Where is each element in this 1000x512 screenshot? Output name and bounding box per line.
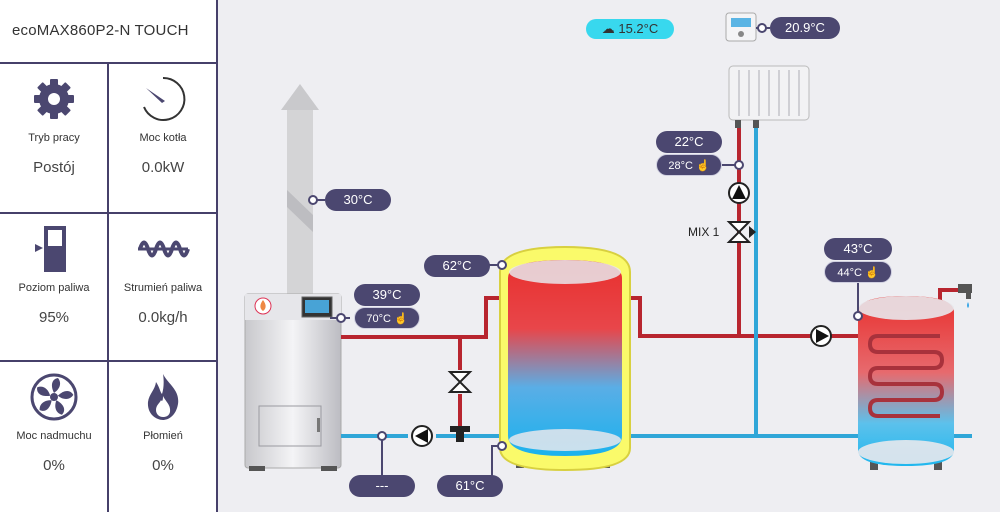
app-title: ecoMAX860P2-N TOUCH xyxy=(0,0,216,64)
hand-pointer-icon: ☝ xyxy=(393,313,408,325)
water-tap-icon xyxy=(958,284,972,308)
installation-scheme xyxy=(244,12,972,486)
mixer-setpoint: 28°C xyxy=(668,160,693,172)
chimney xyxy=(281,84,325,294)
radiator xyxy=(728,65,810,128)
flue-temp-badge: 30°C xyxy=(325,189,391,211)
room-temp-badge: 20.9°C xyxy=(770,17,840,39)
dhw-setpoint: 44°C xyxy=(837,267,862,279)
dhw-setpoint-button[interactable]: 44°C ☝ xyxy=(824,261,892,283)
dhw-tank xyxy=(858,296,954,470)
heating-diagram: ☁ 15.2°C 20.9°C 30°C 39°C 70°C ☝ 62°C 61… xyxy=(218,0,1000,512)
gauge-icon xyxy=(143,76,186,121)
dhw-temp-badge: 43°C xyxy=(824,238,892,260)
hand-pointer-icon: ☝ xyxy=(695,160,710,172)
tile-boiler-power[interactable]: Moc kotła 0.0kW xyxy=(109,64,217,214)
divider xyxy=(107,64,109,512)
tile-label: Płomień xyxy=(143,430,183,442)
tile-label: Moc nadmuchu xyxy=(16,430,92,442)
hand-pointer-icon: ☝ xyxy=(864,267,879,279)
pump-icon xyxy=(411,425,433,447)
tile-label: Moc kotła xyxy=(139,132,187,144)
tile-value: 95% xyxy=(38,309,70,326)
tile-label: Poziom paliwa xyxy=(18,282,90,294)
flame-icon xyxy=(147,374,179,420)
mixer-setpoint-button[interactable]: 28°C ☝ xyxy=(656,154,722,176)
outdoor-temp-badge: ☁ 15.2°C xyxy=(586,19,674,39)
tile-value: 0% xyxy=(43,457,65,474)
tile-label: Strumień paliwa xyxy=(123,282,203,294)
boiler-setpoint-button[interactable]: 70°C ☝ xyxy=(354,307,420,329)
boiler-setpoint: 70°C xyxy=(366,313,391,325)
pump-icon xyxy=(810,325,832,347)
tile-label: Tryb pracy xyxy=(28,132,80,144)
boiler xyxy=(244,293,342,471)
tile-value: 0.0kW xyxy=(141,159,185,176)
tile-blower-power[interactable]: Moc nadmuchu 0% xyxy=(0,362,108,512)
tile-value: 0.0kg/h xyxy=(138,309,188,326)
tile-flame[interactable]: Płomień 0% xyxy=(109,362,217,512)
tile-fuel-flow[interactable]: Strumień paliwa 0.0kg/h xyxy=(109,214,217,364)
mixing-valve-icon xyxy=(726,221,756,243)
sidebar: ecoMAX860P2-N TOUCH Tryb pracy Postój Mo… xyxy=(0,0,218,512)
buffer-top-temp-badge: 62°C xyxy=(424,255,490,277)
fuel-level-icon xyxy=(35,226,66,272)
buffer-bottom-temp-badge: 61°C xyxy=(437,475,503,497)
tile-value: 0% xyxy=(152,457,174,474)
buffer-tank xyxy=(499,245,631,472)
tile-fuel-level[interactable]: Poziom paliwa 95% xyxy=(0,214,108,364)
gear-icon xyxy=(34,79,74,119)
return-temp-badge: --- xyxy=(349,475,415,497)
outdoor-temp: 15.2°C xyxy=(618,21,659,36)
boiler-temp-badge: 39°C xyxy=(354,284,420,306)
mixer-label: MIX 1 xyxy=(688,225,720,239)
tile-operating-mode[interactable]: Tryb pracy Postój xyxy=(0,64,108,214)
cloud-icon: ☁ xyxy=(601,21,615,36)
room-panel-icon xyxy=(725,12,757,42)
valve-icon xyxy=(447,371,473,393)
feeder-screw-icon xyxy=(138,240,190,258)
fan-icon xyxy=(30,373,78,421)
tile-value: Postój xyxy=(33,159,75,176)
pump-icon xyxy=(728,182,750,204)
mixer-temp-badge: 22°C xyxy=(656,131,722,153)
